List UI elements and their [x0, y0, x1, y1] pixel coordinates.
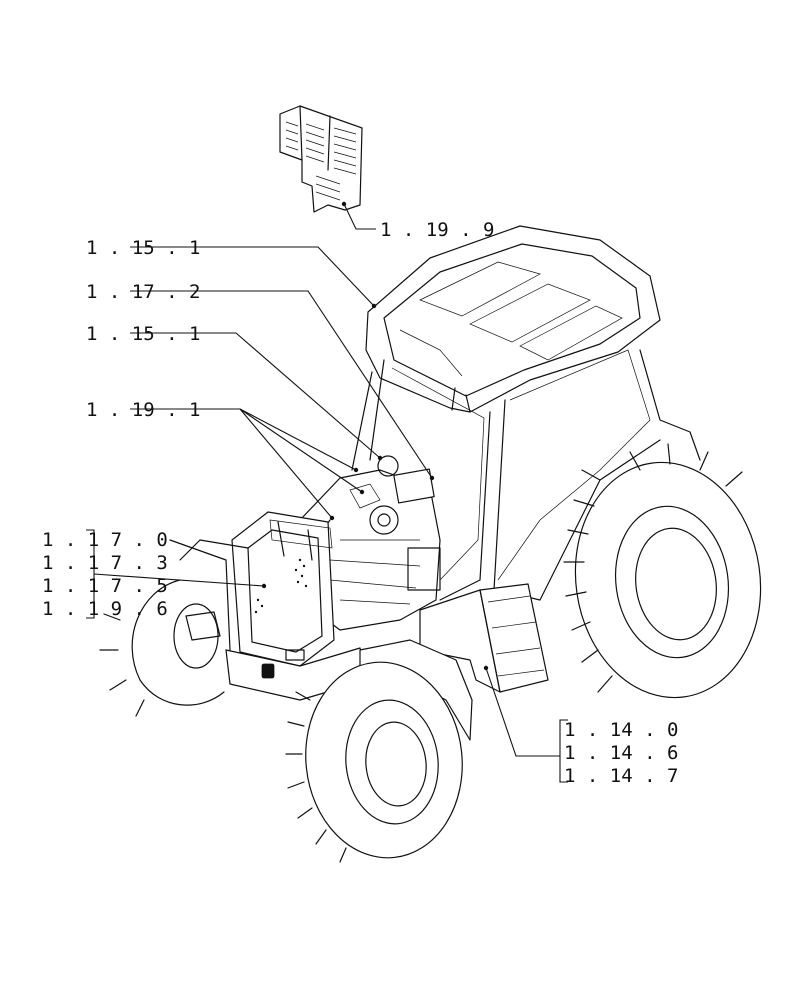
side-grille-panel: [279, 105, 363, 213]
front-left-wheel: [99, 579, 225, 717]
callout-cab-roof-top: 1 . 15 . 1: [86, 237, 200, 259]
callout-grille-panel: 1 . 19 . 9: [380, 219, 494, 241]
callout-front-group-item: 1 . 1 7 . 3: [42, 552, 168, 574]
callout-engine-group: 1 . 19 . 1: [86, 399, 200, 421]
callout-step-group-item: 1 . 14 . 6: [564, 742, 678, 764]
callout-front-group-item: 1 . 1 7 . 5: [42, 575, 168, 597]
cab-body: [351, 349, 701, 601]
rear-right-wheel: [563, 443, 762, 699]
cab-roof: [365, 225, 661, 413]
callout-step-group-item: 1 . 14 . 7: [564, 765, 678, 787]
callout-cab-roof-mid: 1 . 15 . 1: [86, 323, 200, 345]
callout-step-group-item: 1 . 14 . 0: [564, 719, 678, 741]
leader-lines: [86, 201, 568, 783]
callout-tank: 1 . 17 . 2: [86, 281, 200, 303]
front-right-wheel: [285, 639, 473, 863]
callout-front-group-item: 1 . 1 7 . 0: [42, 529, 168, 551]
callout-labels: 1 . 19 . 9 1 . 15 . 1 1 . 17 . 2 1 . 15 …: [42, 219, 678, 787]
callout-front-group-item: 1 . 1 9 . 6: [42, 598, 168, 620]
radiator-front: [231, 511, 335, 667]
